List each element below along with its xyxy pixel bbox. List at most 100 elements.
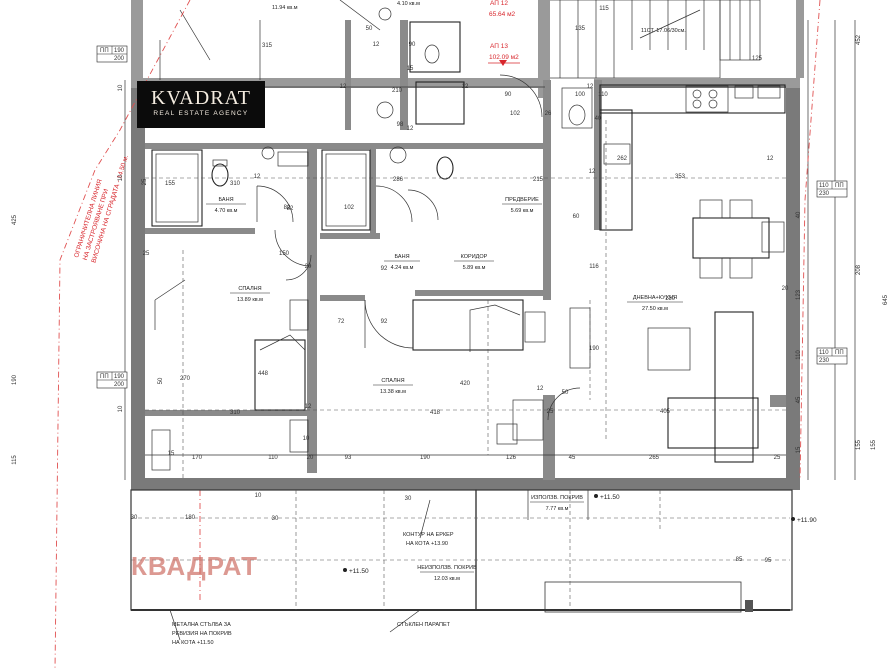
apartment-tag-area: 65.64 м2 [489,11,516,18]
dimension-label: 50 [158,377,164,384]
dimension-label: 170 [192,455,203,461]
room-name: БАНЯ [394,254,409,260]
room-area: 5.89 кв.м [463,265,486,271]
room-area: 4.24 кв.м [391,265,414,271]
room-name: КОРИДОР [461,254,488,260]
dimension-label: 180 [185,515,196,521]
room-area: 7.77 кв.м [546,506,569,512]
dimension-label: 155 [871,439,877,450]
room-area: 12.03 кв.м [434,576,460,582]
dimension-label: 110 [796,350,802,360]
annotations: КОНТУР НА ЕРКЕР НА КОТА +13.90 МЕТАЛНА С… [172,28,817,646]
dimension-label: 215 [533,177,544,183]
dimension-label: 82 [287,206,294,212]
dimension-label: 90 [409,42,416,48]
logo-brand: KVADRAT [151,87,251,109]
dimension-label: 60 [573,214,580,220]
dimension-label: 310 [230,410,241,416]
dimension-label: 30 [272,516,279,522]
dimension-label: 45 [796,396,802,403]
stair-note: 11СТ. 17.06/30см. [641,28,686,34]
dimension-label: 452 [856,34,862,45]
room-name: ДНЕВНА+КУХНЯ [633,295,677,301]
dimension-label: 12 [340,84,347,90]
room-area: 4.70 кв.м [215,208,238,214]
dimension-label: 10 [255,493,262,499]
column-tag: 110 ПП 230 [816,347,848,365]
room-tag-bath-1: БАНЯ 4.70 кв.м [206,197,246,214]
dimension-label: 50 [562,390,569,396]
dimension-label: 90 [505,92,512,98]
dimension-label: 126 [506,455,517,461]
room-tag-bedroom-2: СПАЛНЯ 13.38 кв.м [373,378,413,395]
steel-pole-note: НА КОТА +11.50 [172,640,214,646]
terrace [130,489,793,641]
dimension-label: 15 [168,451,175,457]
dimension-label: 85 [736,557,743,563]
dimension-label: 50 [366,26,373,32]
dimension-label: 30 [131,515,138,521]
dimension-label: 20 [305,264,312,270]
dimension-label: 12 [407,126,414,132]
column-tag-top-value: ПП [835,350,844,356]
steel-pole-note: МЕТАЛНА СТЪЛБА ЗА [172,622,231,628]
dimension-label: 25 [143,251,150,257]
dimension-label: 12 [767,156,774,162]
dimension-label: 210 [392,88,403,94]
column-tag-bottom-value: 200 [114,56,125,62]
room-name: ПРЕДВЕРИЕ [505,197,539,203]
dimension-label: 265 [649,455,660,461]
bay-outline-note: НА КОТА +13.90 [406,541,448,547]
dimension-label: 40 [595,116,602,122]
room-name: НЕИЗПОЛЗВ. ПОКРИВ [417,565,477,571]
dimension-label: 310 [230,181,241,187]
dimension-label: 420 [460,381,471,387]
dimension-label: 125 [752,56,763,62]
dimension-label: 155 [165,181,176,187]
dimension-label: 26 [545,111,552,117]
dimension-labels-terrace: 30 180 85 95 [131,515,772,564]
dimension-label: 95 [765,558,772,564]
apartment-tag-area: 102.09 м2 [489,54,519,61]
dimension-label: 20 [307,455,314,461]
dimension-label: 190 [589,346,600,352]
dimension-label: 190 [12,374,18,385]
dimension-label: 72 [338,319,345,325]
column-tag: ПП 190 200 [96,371,128,389]
stair-area [547,0,761,79]
column-tags: ПП 190 200 ПП 190 200 110 ПП 230 110 ПП … [96,45,848,389]
dimension-label: 102 [344,205,355,211]
room-name: БАНЯ [218,197,233,203]
dimension-label: 12 [462,84,469,90]
restriction-line [54,0,821,669]
column-tag-top: ПП [100,374,109,380]
dimension-label: 40 [796,211,802,218]
steel-pole-note: РЕВИЗИЯ НА ПОКРИВ [172,631,232,637]
dimension-label: 25 [774,455,781,461]
dimension-label: 92 [381,319,388,325]
dimension-label: 135 [575,26,586,32]
column-tag: 110 ПП 230 [816,180,848,198]
room-tag-bath-2: БАНЯ 4.24 кв.м [384,254,420,271]
dimension-label: 12 [254,174,261,180]
dimension-label: 100 [575,92,586,98]
dimension-label: 155 [856,439,862,450]
dimension-label: 448 [258,371,269,377]
fixtures [151,7,786,471]
dimension-label: 45 [569,455,576,461]
dimension-label: 286 [393,177,404,183]
room-name: СПАЛНЯ [381,378,404,384]
dimension-label: 208 [856,264,862,275]
room-area: 13.38 кв.м [380,389,406,395]
room-area: 4.10 кв.м [397,1,420,7]
column-tag: ПП 190 200 [96,45,128,63]
room-tag-terrace-2: НЕИЗПОЛЗВ. ПОКРИВ 12.03 кв.м [417,565,477,582]
dimension-label: 102 [510,111,521,117]
dimension-label: 110 [598,92,608,98]
top-room-areas: 11.94 кв.м 4.10 кв.м [272,1,420,11]
dimension-label: 20 [782,286,789,292]
